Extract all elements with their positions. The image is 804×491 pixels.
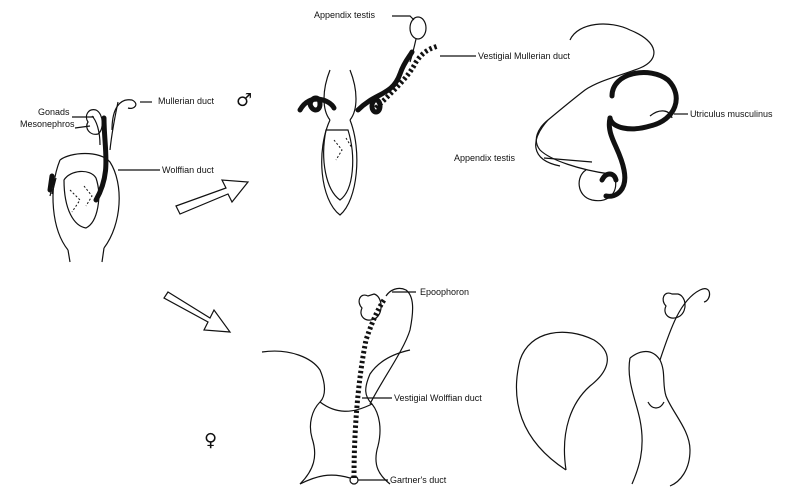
bladder-oval-middle — [324, 130, 353, 200]
oviduct-female — [370, 288, 413, 404]
vas-loop — [610, 73, 676, 129]
female-middle-figure — [262, 288, 413, 484]
label-gartners-duct: Gartner's duct — [390, 475, 447, 485]
label-utriculus-musculinus: Utriculus musculinus — [690, 109, 773, 119]
label-vestigial-wolffian-duct: Vestigial Wolffian duct — [394, 393, 482, 403]
label-mesonephros: Mesonephros — [20, 119, 75, 129]
urogenital-sinus-outline — [53, 154, 119, 251]
arrow-to-female — [164, 292, 230, 332]
label-appendix-testis-top: Appendix testis — [314, 10, 376, 20]
label-gonads: Gonads — [38, 107, 70, 117]
ovary-right — [663, 293, 685, 318]
label-wolffian-duct: Wolffian duct — [162, 165, 214, 175]
female-final-figure — [516, 289, 709, 486]
vestigial-wolffian-duct-shape — [354, 300, 384, 478]
bladder-outline-male — [536, 24, 654, 174]
female-symbol: ♀ — [204, 430, 217, 451]
bladder-outline-female — [516, 332, 607, 470]
appendix-testis-top-shape — [410, 17, 426, 39]
male-middle-figure — [300, 17, 438, 215]
gonad-shape — [86, 110, 102, 135]
label-epoophoron: Epoophoron — [420, 287, 469, 297]
arrow-to-male — [176, 180, 248, 214]
oviduct-right — [660, 289, 710, 360]
label-appendix-testis-right: Appendix testis — [454, 153, 516, 163]
ovary-female — [359, 294, 381, 320]
label-vestigial-mullerian-duct: Vestigial Mullerian duct — [478, 51, 571, 61]
label-mullerian-duct: Mullerian duct — [158, 96, 215, 106]
male-symbol: ♂ — [236, 90, 252, 111]
